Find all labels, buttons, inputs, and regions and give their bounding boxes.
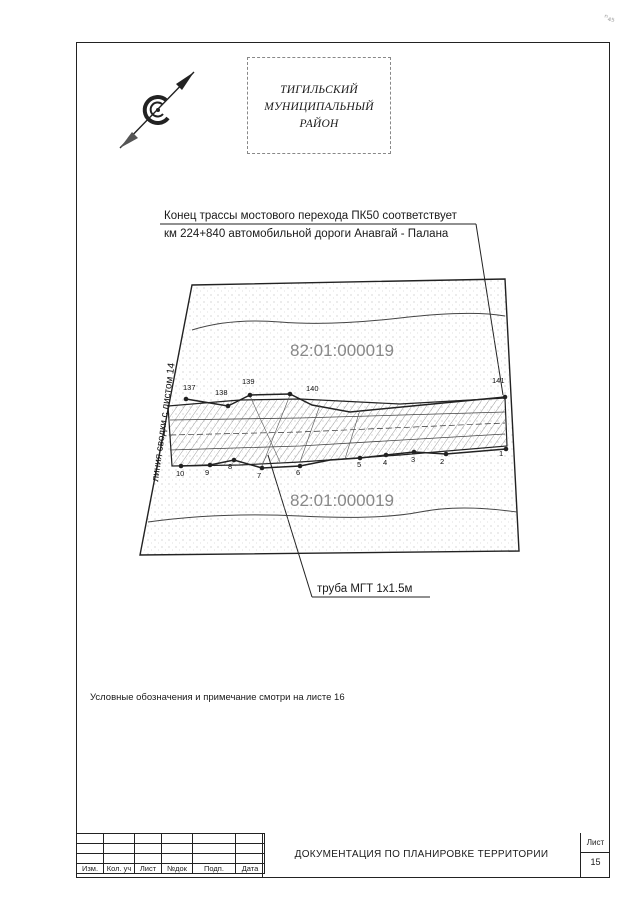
municipality-stamp: ТИГИЛЬСКИЙ МУНИЦИПАЛЬНЫЙ РАЙОН	[247, 57, 391, 154]
north-arrow-logo	[119, 71, 195, 149]
end-of-route-callout-line2: км 224+840 автомобильной дороги Анавгай …	[164, 228, 449, 240]
point-label: 139	[242, 377, 255, 386]
point-label: 6	[296, 468, 300, 477]
revision-table: Изм. Кол. уч Лист №док Подп. Дата	[76, 833, 265, 874]
pipe-callout: труба МГТ 1х1.5м	[317, 583, 413, 595]
point-label: 5	[357, 460, 361, 469]
drawing-frame	[76, 42, 610, 878]
col-label-ndok: №док	[161, 863, 193, 874]
col-label-izm: Изм.	[76, 863, 104, 874]
point-label: 141	[492, 376, 505, 385]
end-of-route-callout-line1: Конец трассы мостового перехода ПК50 соо…	[164, 210, 457, 222]
point-label: 10	[176, 469, 184, 478]
point-label: 138	[215, 388, 228, 397]
document-title: ДОКУМЕНТАЦИЯ ПО ПЛАНИРОВКЕ ТЕРРИТОРИИ	[294, 849, 549, 860]
col-label-list: Лист	[134, 863, 162, 874]
sheet-label: Лист	[581, 838, 610, 853]
cadastral-number-top: 82:01:000019	[290, 341, 394, 360]
point-label: 9	[205, 468, 209, 477]
point-label: 2	[440, 457, 444, 466]
sheet-number-cell: Лист 15	[580, 833, 610, 878]
title-block: Изм. Кол. уч Лист №док Подп. Дата ДОКУМЕ…	[76, 833, 610, 878]
sheet-number: 15	[590, 857, 601, 867]
col-label-podp: Подп.	[192, 863, 236, 874]
col-label-data: Дата	[235, 863, 265, 874]
point-label: 1	[499, 449, 503, 458]
legend-note: Условные обозначения и примечание смотри…	[90, 692, 345, 703]
col-label-kol-uch: Кол. уч	[103, 863, 135, 874]
cadastral-number-bottom: 82:01:000019	[290, 491, 394, 510]
point-label: 4	[383, 458, 387, 467]
point-label: 8	[228, 462, 232, 471]
document-title-cell: ДОКУМЕНТАЦИЯ ПО ПЛАНИРОВКЕ ТЕРРИТОРИИ	[262, 833, 580, 878]
point-label: 140	[306, 384, 319, 393]
point-label: 137	[183, 383, 196, 392]
point-label: 7	[257, 471, 261, 480]
stamp-text: ТИГИЛЬСКИЙ МУНИЦИПАЛЬНЫЙ РАЙОН	[264, 84, 374, 130]
point-label: 3	[411, 455, 415, 464]
